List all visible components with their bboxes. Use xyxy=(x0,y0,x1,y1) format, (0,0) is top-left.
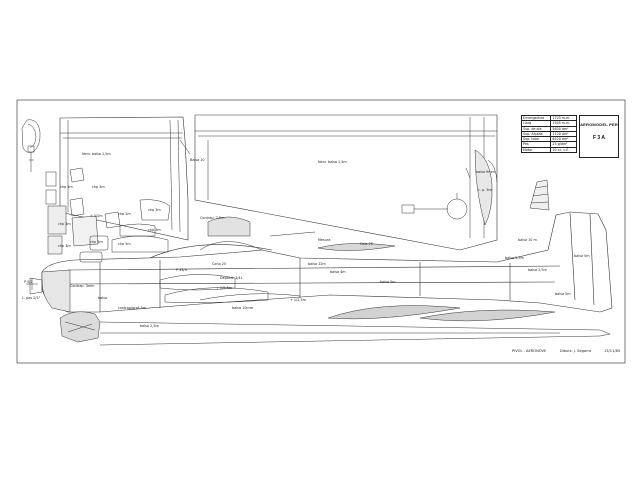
label-balsa-fin: balsa 5m xyxy=(574,254,590,258)
label-tail-wheel: c. p. 5m xyxy=(478,188,492,192)
label-part-7: chp 3m xyxy=(58,244,71,248)
label-balsa-2: balsa 2,5m xyxy=(505,256,524,260)
label-balsa-5: balsa 5m xyxy=(380,280,396,284)
label-part-10: + 1/2m xyxy=(90,214,103,218)
label-part-2: chp 3m xyxy=(92,185,105,189)
label-nut: Cola 25 xyxy=(360,242,373,246)
footer-designer: Dibuix: J. Segarra xyxy=(560,349,592,353)
spec-label: Sup. total xyxy=(520,136,552,143)
footer-date: 13/11/85 xyxy=(604,349,621,353)
title-block: AEROMODEL PER F 3 A xyxy=(579,115,619,158)
label-fuselage-4: + 1/2,5m xyxy=(216,286,232,290)
spec-value: 1120 dm² xyxy=(550,130,577,138)
label-fuselage-8: balsa xyxy=(98,296,108,300)
label-fuselage-7: balsa 2,5m xyxy=(140,324,159,328)
wing-panel-left xyxy=(59,116,189,241)
label-fuselage-5: + 1/2,5m xyxy=(290,298,306,302)
wing-tip xyxy=(465,149,498,226)
spec-row: Motor 10 cc. c.E. xyxy=(520,146,577,154)
model-name: AEROMODEL PER xyxy=(580,122,618,127)
spec-value: 10 cc. c.E. xyxy=(550,146,577,154)
label-balsa-tail: balsa 10 m xyxy=(518,238,537,242)
label-part-4: chp 2m xyxy=(118,212,131,216)
label-fuselage-3: Cono 25 xyxy=(212,262,227,266)
propeller-sketch xyxy=(26,278,38,290)
spec-table: Envergadura 1725 m.m. Llarg 1505 m.m. Su… xyxy=(520,114,577,154)
label-balsa-3: balsa 2,5m xyxy=(528,268,547,272)
label-part-6: chp 3m xyxy=(148,228,161,232)
spec-label: Envergadura xyxy=(520,114,552,122)
spec-value: 6520 dm² xyxy=(550,136,577,143)
landing-gear-sketch xyxy=(401,193,468,220)
label-pilot: P 5/2 xyxy=(24,280,33,284)
label-spinner: Contrap. 3mm xyxy=(70,284,95,288)
label-mesh: Mesura xyxy=(318,238,331,242)
label-part-8: chp 3m xyxy=(90,240,103,244)
label-tank: Deposit. 1/4L xyxy=(220,276,243,280)
label-fuselage-1: balsa 12m xyxy=(308,262,326,266)
label-blade: L. pes 2/3" xyxy=(22,296,41,300)
spec-row: Sup. Alçada 1120 dm² xyxy=(520,130,577,138)
model-class: F 3 A xyxy=(592,135,606,141)
label-fuselage-2: P 33/3 xyxy=(176,268,187,272)
parts-cluster xyxy=(45,139,301,303)
label-fuselage-6: balsa 10mm xyxy=(232,306,254,310)
spec-label: Motor xyxy=(520,146,552,154)
engine-bay-sketch xyxy=(59,311,101,343)
label-part-5: chp 3m xyxy=(148,208,161,212)
spec-label: Sup. de ala xyxy=(520,125,552,132)
label-nerve-1: Nerv. balsa 1,5m xyxy=(82,152,111,156)
spec-value: 1725 m.m. xyxy=(550,114,577,122)
label-part-9: chp 5m xyxy=(118,242,131,246)
label-part-3: chp 3m xyxy=(58,222,71,226)
nose-spinner xyxy=(29,269,71,313)
spec-row: Envergadura 1725 m.m. xyxy=(520,114,577,122)
spec-value: 1505 m.m. xyxy=(550,120,577,127)
sheet-border xyxy=(16,99,626,364)
label-balsa-9: balsa 9mm xyxy=(476,170,495,174)
label-fuselage-9: contraplacat 3m xyxy=(118,306,146,310)
spec-label: Sup. Alçada xyxy=(520,130,552,138)
engine-cowl-sketch xyxy=(21,119,41,172)
label-balsa-6: balsa 5m xyxy=(555,292,571,296)
fuselage-side-view xyxy=(41,211,613,313)
label-part-1: chp 5m xyxy=(60,185,73,189)
label-rudder: Contrap. 2,5m xyxy=(200,216,225,220)
spec-row: Sup. total 6520 dm² xyxy=(520,136,577,143)
airfoil-profiles xyxy=(269,231,556,322)
label-balsa-10: Balsa 10 xyxy=(190,158,205,162)
label-nerve-2: Nerv. balsa 1,5m xyxy=(318,160,347,164)
footer-club: PIVOL - AERONOVE xyxy=(512,349,547,353)
spec-value: 5630 dm² xyxy=(550,125,577,132)
label-balsa-4: balsa 4m xyxy=(330,270,346,274)
spec-value: 25 g/dm² xyxy=(550,141,577,148)
fin-sketch xyxy=(529,179,550,211)
fuselage-bottom-profile xyxy=(99,321,611,346)
spec-row: Sup. de ala 5630 dm² xyxy=(520,125,577,132)
